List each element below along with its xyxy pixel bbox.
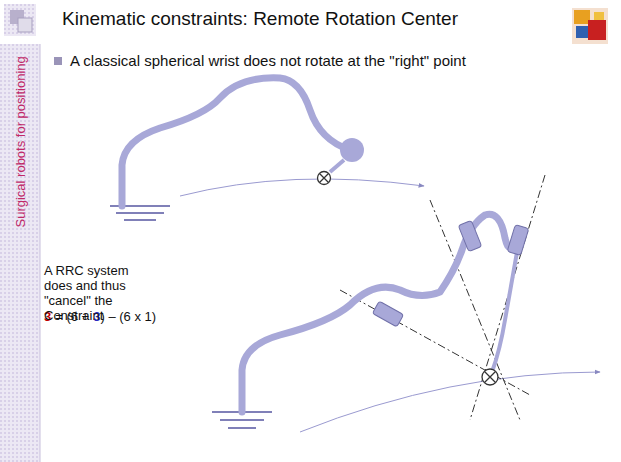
slide-title: Kinematic constraints: Remote Rotation C…	[62, 8, 458, 30]
rrc-robot	[212, 175, 600, 432]
bullet	[54, 57, 62, 65]
bullet-text: A classical spherical wrist does not rot…	[70, 52, 466, 69]
note-text: A RRC system does and thus "cancel" the …	[44, 263, 156, 323]
spherical-wrist-robot	[110, 78, 424, 220]
equation-term: ) – (6 x 1)	[100, 309, 156, 324]
corner-icon	[4, 4, 36, 36]
sidebar	[0, 44, 40, 462]
logo	[572, 8, 608, 44]
sidebar-text: Surgical robots for positioning	[13, 78, 28, 228]
